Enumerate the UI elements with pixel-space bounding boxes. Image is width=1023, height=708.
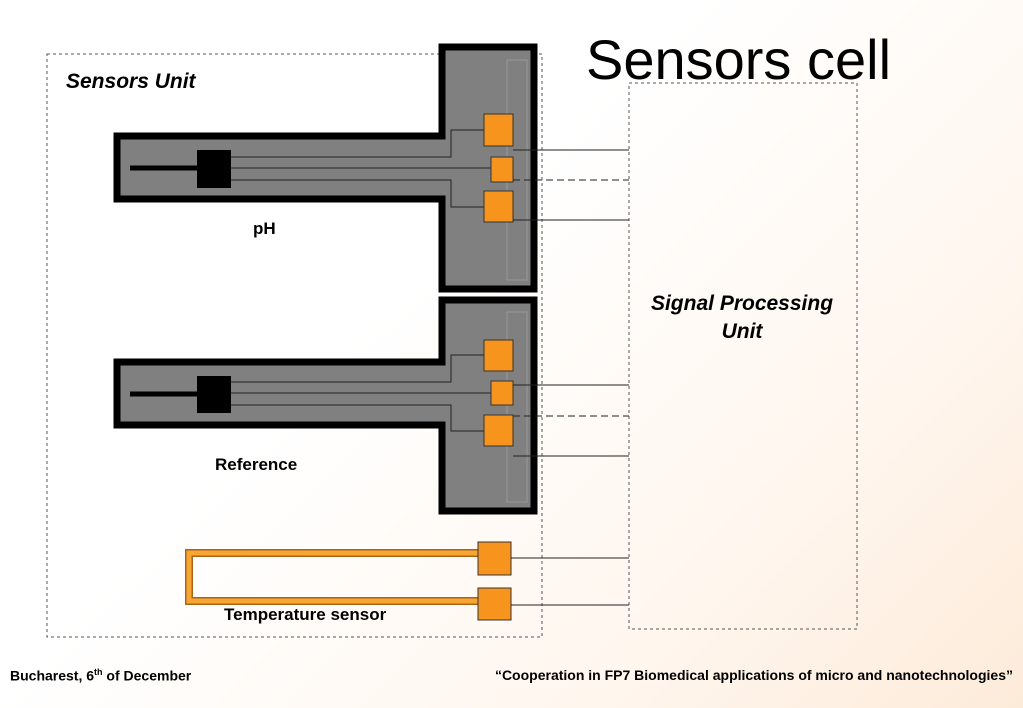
ph-sensor-chip <box>113 43 538 293</box>
temperature-pad-2 <box>477 587 512 621</box>
reference-sensor-label: Reference <box>215 455 298 474</box>
ph-pad-2 <box>490 156 514 183</box>
signal-processing-unit-label: Signal Processing Unit <box>650 292 834 343</box>
ph-pad-1 <box>483 113 514 147</box>
temperature-sensor-label: Temperature sensor <box>224 605 387 624</box>
temperature-pad-1 <box>477 541 512 576</box>
footer-date-ordinal: th <box>94 667 103 677</box>
ph-pad-3 <box>483 190 514 223</box>
footer-date-prefix: Bucharest, 6 <box>10 667 95 684</box>
reference-sensing-element <box>197 376 231 413</box>
reference-sensor-chip <box>113 296 538 515</box>
reference-pad-2 <box>490 380 514 406</box>
footer-conference-title: “Cooperation in FP7 Biomedical applicati… <box>494 667 1013 683</box>
reference-pad-3 <box>483 414 514 447</box>
footer-location-date: Bucharest, 6th of December <box>10 667 191 684</box>
page-title: Sensors cell <box>586 28 892 91</box>
temperature-sensor <box>185 541 512 621</box>
sensors-unit-label: Sensors Unit <box>66 70 196 93</box>
connection-lines <box>511 149 629 606</box>
sensors-unit-box <box>46 53 543 638</box>
footer-date-suffix: of December <box>102 667 192 684</box>
reference-pad-1 <box>483 339 514 372</box>
ph-sensing-element <box>197 150 231 188</box>
signal-processing-unit-box <box>628 82 858 630</box>
ph-sensor-label: pH <box>253 219 276 238</box>
